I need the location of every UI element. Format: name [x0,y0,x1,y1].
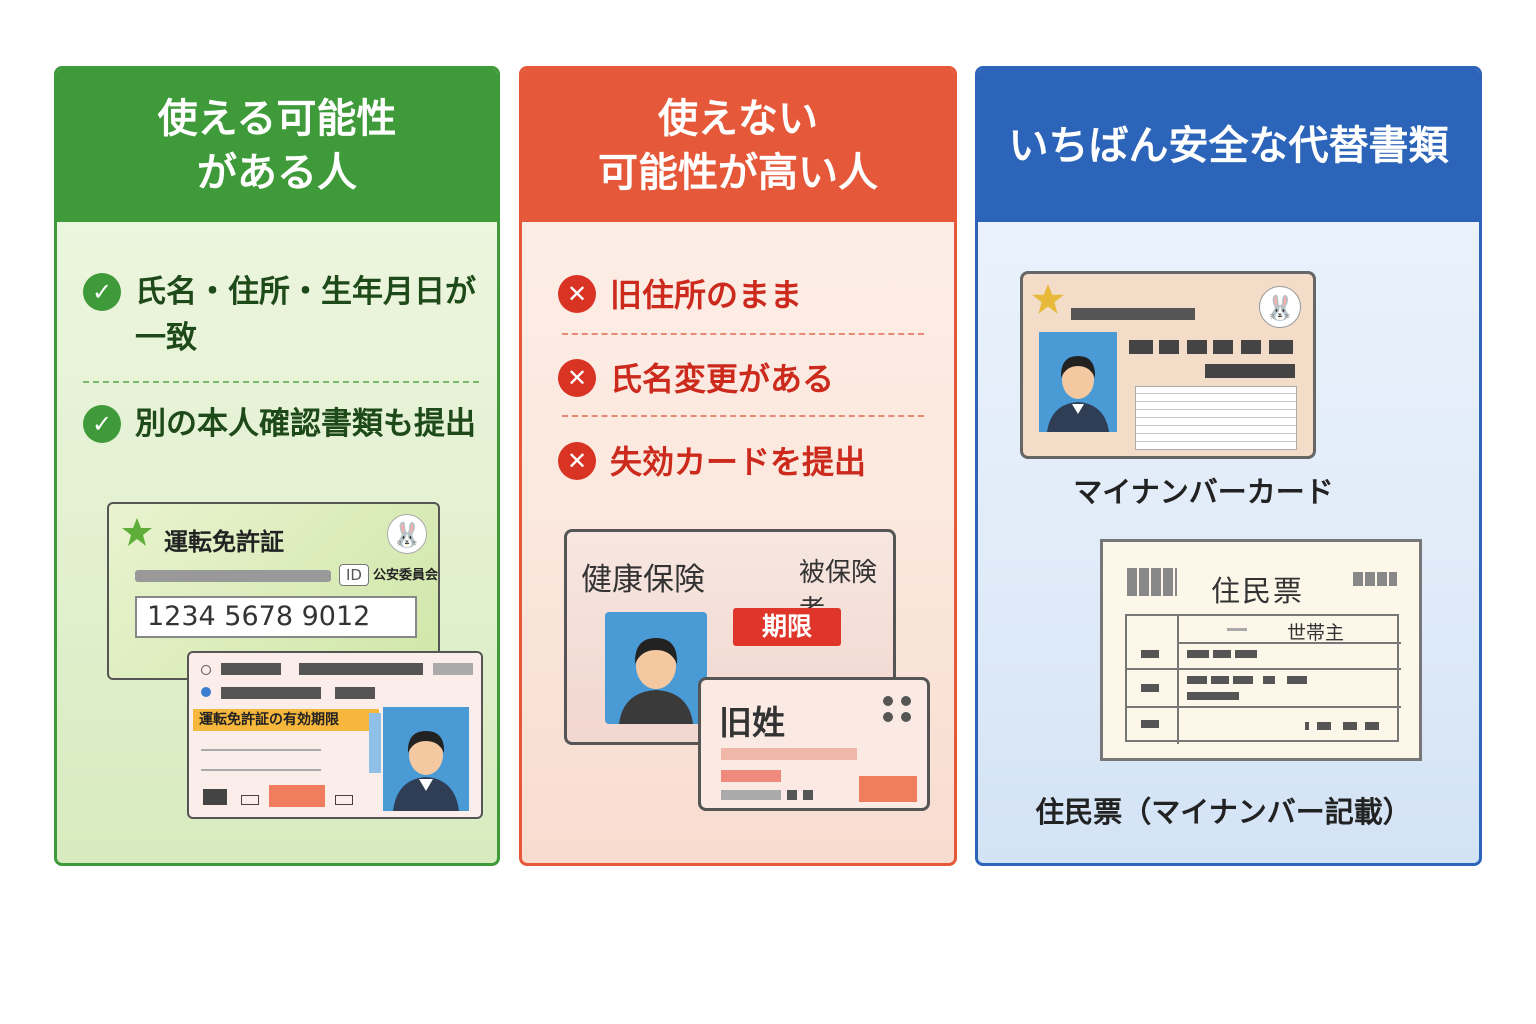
document-table: 世帯主 [1125,614,1401,744]
document-caption: 住民票（マイナンバー記載） [1035,795,1412,829]
card-number: 1234 5678 9012 [135,596,417,638]
item-text: 失効カードを提出 [610,443,867,481]
license-card: 運転免許証 🐰 ID 公安委員会 1234 5678 9012 [107,502,440,680]
card-title: 旧姓 [719,703,785,742]
item-text: 氏名・住所・生年月日が [135,274,476,310]
mynumber-card: 🐰 [1020,271,1316,459]
license-card-back: 運転免許証の有効期限 [187,651,483,819]
panel-title: いちばん安全な代替書類 [1008,122,1449,169]
panel-header: 使えない 可能性が高い人 [522,69,954,222]
panel-safest: いちばん安全な代替書類 🐰 マイナンバーカード 住民票 [975,66,1482,866]
license-banner: 運転免許証の有効期限 [193,709,379,731]
panel-header: いちばん安全な代替書類 [978,69,1479,222]
person-photo [383,707,469,811]
document-title: 住民票 [1211,574,1305,608]
mascot-icon: 🐰 [387,514,427,554]
panel-cannot-use: 使えない 可能性が高い人 ✕ 旧住所のまま ✕ 氏名変更がある ✕ 失効カードを… [519,66,957,866]
id-badge: ID [339,564,369,586]
star-emblem-icon [121,516,153,548]
list-item: ✓ 別の本人確認書類も提出 [83,401,476,447]
card-title: 運転免許証 [164,528,284,556]
divider [562,333,924,335]
expiry-label: 期限 [733,608,841,646]
item-text: 氏名変更がある [610,360,835,398]
check-circle-icon: ✓ [83,405,121,443]
divider [83,381,479,383]
householder-label: 世帯主 [1287,622,1345,644]
panel-title-line1: 使えない [658,95,818,142]
panel-title-line1: 使える可能性 [157,95,397,142]
person-photo [1039,332,1117,432]
item-text-line2: 一致 [135,320,197,356]
item-text: 別の本人確認書類も提出 [135,406,476,442]
check-circle-icon: ✓ [83,273,121,311]
panel-can-use: 使える可能性 がある人 ✓ 氏名・住所・生年月日が 一致 ✓ 別の本人確認書類も… [54,66,500,866]
item-text: 旧住所のまま [610,276,803,314]
old-name-card: 旧姓 [698,677,930,811]
panel-title-line2: がある人 [197,149,357,196]
mascot-icon: 🐰 [1259,286,1301,328]
resident-certificate: 住民票 世帯主 [1100,539,1422,761]
divider [562,415,924,417]
panel-header: 使える可能性 がある人 [57,69,497,222]
x-circle-icon: ✕ [558,275,596,313]
issuer-text: 公安委員会 [373,568,439,583]
card-title: 健康保険 [581,562,705,598]
x-circle-icon: ✕ [558,442,596,480]
list-item: ✕ 旧住所のまま [558,275,802,315]
x-circle-icon: ✕ [558,359,596,397]
star-emblem-icon [1031,282,1065,316]
panel-title-line2: 可能性が高い人 [598,149,878,196]
person-photo [605,612,707,724]
list-item: ✓ 氏名・住所・生年月日が 一致 [83,269,476,361]
list-item: ✕ 失効カードを提出 [558,442,866,482]
card-caption: マイナンバーカード [1073,475,1334,509]
list-item: ✕ 氏名変更がある [558,359,834,399]
